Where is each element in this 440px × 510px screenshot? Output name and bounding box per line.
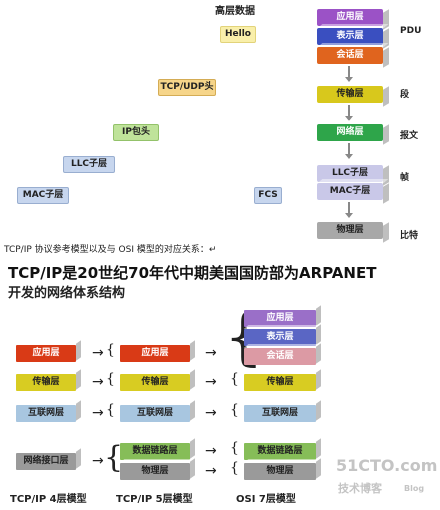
unit-packet: 报文 bbox=[400, 131, 419, 141]
mac-sublayer-tag: MAC子层 bbox=[17, 187, 69, 204]
tcpip5-model-label: TCP/IP 5层模型 bbox=[116, 494, 193, 505]
down-arrow bbox=[345, 202, 353, 218]
tcpip5-data-link-layer: 数据链路层 bbox=[120, 443, 190, 460]
fcs-tag: FCS bbox=[254, 187, 282, 204]
headline-line1: TCP/IP是20世纪70年代中期美国国防部为ARPANET bbox=[8, 264, 377, 282]
caption: TCP/IP 协议参考模型以及与 OSI 模型的对应关系：↵ bbox=[4, 245, 217, 255]
data-tag: Hello bbox=[220, 26, 256, 43]
brace-icon: { bbox=[106, 402, 115, 418]
osi-internet-layer: 互联网层 bbox=[244, 405, 316, 422]
llc-sublayer-tag: LLC子层 bbox=[63, 156, 115, 173]
unit-pdu: PDU bbox=[400, 26, 422, 36]
right-arrow-icon: → bbox=[92, 345, 104, 361]
right-arrow-icon: → bbox=[92, 405, 104, 421]
tcpip4-network-interface-layer: 网络接口层 bbox=[16, 453, 76, 470]
ip-header-tag: IP包头 bbox=[113, 124, 159, 141]
right-arrow-icon: → bbox=[205, 463, 217, 479]
unit-frame: 帧 bbox=[400, 173, 410, 183]
tcpip4-internet-layer: 互联网层 bbox=[16, 405, 76, 422]
stack-llc-sublayer: LLC子层 bbox=[317, 165, 383, 182]
right-arrow-icon: → bbox=[205, 345, 217, 361]
osi7-model-label: OSI 7层模型 bbox=[236, 494, 296, 505]
right-arrow-icon: → bbox=[205, 405, 217, 421]
watermark-sub: 技术博客 bbox=[338, 482, 382, 495]
down-arrow bbox=[345, 105, 353, 121]
tcpip4-transport-layer: 传输层 bbox=[16, 374, 76, 391]
stack-network-layer: 网络层 bbox=[317, 124, 383, 141]
osi-transport-layer: 传输层 bbox=[244, 374, 316, 391]
tcpip5-physical-layer: 物理层 bbox=[120, 463, 190, 480]
stack-transport-layer: 传输层 bbox=[317, 86, 383, 103]
brace-icon: { bbox=[230, 440, 239, 456]
brace-icon: { bbox=[230, 371, 239, 387]
tcpip5-application-layer: 应用层 bbox=[120, 345, 190, 362]
stack-application-layer: 应用层 bbox=[317, 9, 383, 26]
stack-physical-layer: 物理层 bbox=[317, 222, 383, 239]
down-arrow bbox=[345, 66, 353, 82]
stack-session-layer: 会话层 bbox=[317, 47, 383, 64]
unit-bit: 比特 bbox=[400, 231, 419, 241]
high-level-data-header: 高层数据 bbox=[215, 6, 255, 17]
stack-mac-sublayer: MAC子层 bbox=[317, 183, 383, 200]
osi-application-layer: 应用层 bbox=[244, 310, 316, 327]
headline-line2: 开发的网络体系结构 bbox=[8, 286, 126, 301]
tcp-udp-header-tag: TCP/UDP头 bbox=[158, 79, 216, 96]
right-arrow-icon: → bbox=[92, 374, 104, 390]
brace-icon: { bbox=[106, 342, 115, 358]
tcpip4-application-layer: 应用层 bbox=[16, 345, 76, 362]
osi-presentation-layer: 表示层 bbox=[244, 329, 316, 346]
tcpip4-model-label: TCP/IP 4层模型 bbox=[10, 494, 87, 505]
right-arrow-icon: → bbox=[205, 374, 217, 390]
down-arrow bbox=[345, 143, 353, 159]
right-arrow-icon: → bbox=[205, 443, 217, 459]
tcpip5-internet-layer: 互联网层 bbox=[120, 405, 190, 422]
watermark-site: 51CTO.com bbox=[336, 456, 438, 475]
osi-physical-layer: 物理层 bbox=[244, 463, 316, 480]
right-arrow-icon: → bbox=[92, 453, 104, 469]
stack-presentation-layer: 表示层 bbox=[317, 28, 383, 45]
brace-icon: { bbox=[230, 402, 239, 418]
brace-icon: { bbox=[104, 440, 124, 475]
watermark-blog: Blog bbox=[404, 484, 425, 493]
brace-icon: { bbox=[230, 460, 239, 476]
osi-session-layer: 会话层 bbox=[244, 348, 316, 365]
brace-icon: { bbox=[106, 371, 115, 387]
encapsulation-diagram: 高层数据 Hello TCP/UDP头 IP包头 LLC子层 MAC子层 FCS… bbox=[0, 0, 440, 241]
tcpip5-transport-layer: 传输层 bbox=[120, 374, 190, 391]
unit-segment: 段 bbox=[400, 90, 410, 100]
osi-data-link-layer: 数据链路层 bbox=[244, 443, 316, 460]
